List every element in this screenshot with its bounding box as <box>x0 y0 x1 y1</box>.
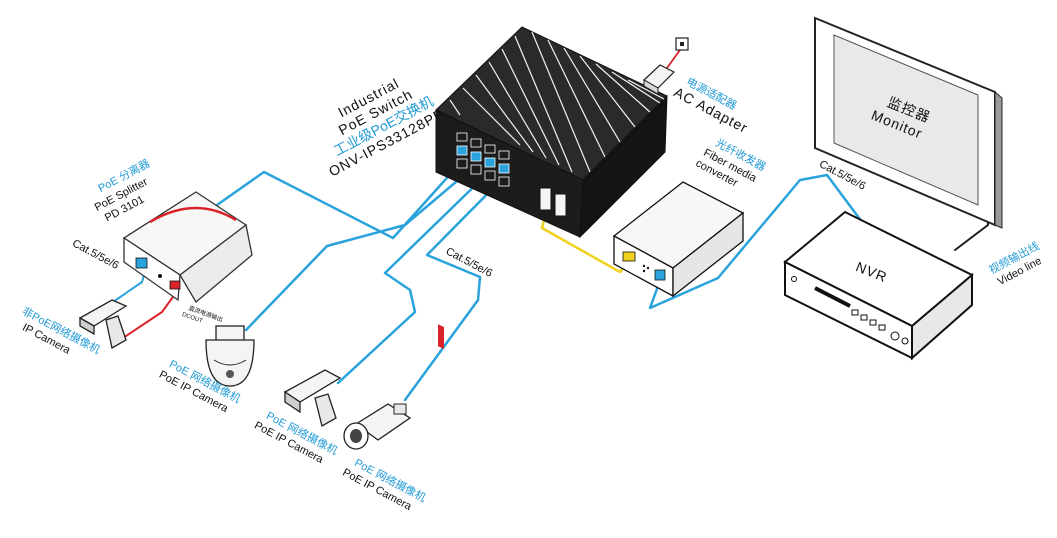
splitter-rj45-port <box>135 257 148 269</box>
converter-led-3 <box>642 269 646 273</box>
switch-port-4 <box>498 163 510 174</box>
ac-adapter-label: 电源适配器 AC Adapter <box>671 74 751 136</box>
switch-port-8 <box>498 176 510 187</box>
power-brick-side <box>643 79 659 95</box>
bullet-camera-bracket <box>393 403 407 415</box>
switch-port-3 <box>484 157 496 168</box>
switch-sfp-port-1 <box>539 187 552 211</box>
poe-bullet-camera <box>343 403 412 450</box>
dome-camera-dome <box>205 339 255 387</box>
splitter-red-stripe <box>149 206 237 224</box>
switch-label: Industrial PoE Switch 工业级PoE交换机 ONV-IPS3… <box>326 75 446 180</box>
cable-switch-to-bullet-camera <box>403 173 508 402</box>
industrial-poe-switch <box>435 26 668 350</box>
converter-side <box>672 211 744 298</box>
video-line-label: 视频输出线 Video line <box>986 239 1043 289</box>
monitor <box>814 16 1003 229</box>
fiber-media-converter <box>612 181 745 298</box>
dome-camera-lens <box>226 370 234 378</box>
ip-camera <box>78 299 128 350</box>
switch-brand-mark <box>438 324 444 350</box>
splitter-side <box>179 223 253 303</box>
ip-camera-mount <box>105 315 127 350</box>
poe-splitter <box>122 191 253 303</box>
ip-camera-front <box>79 316 95 336</box>
cable-switch-to-dome-camera <box>244 163 478 332</box>
cable-switch-to-splitter <box>215 158 465 240</box>
fiber-converter-label: 光纤收发器 Fiber media converter <box>694 135 769 189</box>
switch-port-1 <box>456 145 468 156</box>
switch-port-2 <box>470 151 482 162</box>
switch-port-9 <box>456 132 468 142</box>
splitter-led <box>158 274 162 278</box>
converter-rj45-port <box>654 269 666 281</box>
dome-camera-lens-ring <box>213 359 247 366</box>
bullet-camera-lens-inner <box>350 429 362 443</box>
cable-converter-to-nvr <box>648 173 864 310</box>
switch-port-12 <box>498 150 510 160</box>
cable-dc-out-to-ip-camera <box>125 289 179 337</box>
converter-led-2 <box>646 266 650 270</box>
nvr-power-led <box>791 276 797 282</box>
switch-side <box>579 94 668 239</box>
switch-port-11 <box>484 144 496 154</box>
converter-led-1 <box>642 264 646 268</box>
box-camera-mount <box>314 393 337 427</box>
box-camera-front <box>284 390 301 414</box>
switch-sfp-port-2 <box>554 193 567 217</box>
nvr-side <box>911 272 973 361</box>
cable-switch-to-box-camera <box>336 168 493 385</box>
monitor-back-edge <box>994 90 1003 229</box>
monitor-screen <box>833 34 979 206</box>
converter-fiber-port <box>622 251 636 262</box>
cable-label-splitter: Cat.5/5e/6 <box>70 237 120 271</box>
switch-port-5 <box>456 158 468 169</box>
switch-port-6 <box>470 164 482 175</box>
switch-heatsink-fins <box>449 31 665 173</box>
socket-hole-icon <box>680 42 684 46</box>
poe-box-camera <box>283 369 342 427</box>
cable-label-switch: Cat.5/5e/6 <box>444 245 494 279</box>
splitter-front <box>123 236 181 302</box>
splitter-label: PoE 分离器 PoE Splitter PD 3101 <box>93 156 152 224</box>
nvr-disk-slot <box>814 286 851 308</box>
switch-ethernet-ports <box>456 132 510 187</box>
nvr-buttons <box>851 309 909 345</box>
poe-dome-camera <box>205 325 255 387</box>
switch-port-7 <box>484 170 496 181</box>
camera-label-bullet: PoE 网络摄像机 PoE IP Camera <box>340 455 428 513</box>
ac-adapter <box>642 37 689 95</box>
nvr <box>783 210 974 361</box>
splitter-dc-port <box>169 280 181 290</box>
switch-port-10 <box>470 138 482 148</box>
